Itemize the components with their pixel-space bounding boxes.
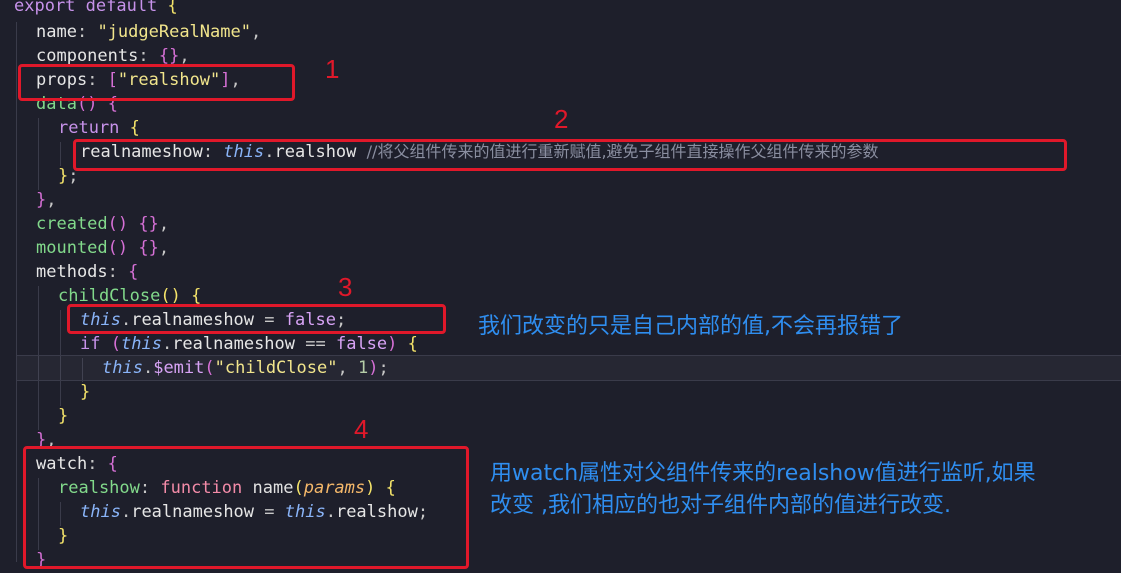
this-keyword: this — [120, 334, 162, 354]
realshow-prop: realshow — [335, 502, 418, 522]
code-comment: //将父组件传来的值进行重新赋值,避免子组件直接操作父组件传来的参数 — [366, 142, 879, 161]
annotation-box-3 — [67, 304, 446, 334]
annotation-box-2 — [73, 139, 1067, 171]
code-line: this.realnameshow = false; — [80, 310, 347, 330]
code-line: } — [58, 526, 69, 546]
annotation-number-2: 2 — [554, 104, 569, 134]
indent-guide — [16, 22, 17, 562]
emit-number: 1 — [357, 358, 369, 378]
watch-key: watch — [36, 454, 88, 474]
realshow-key: realshow — [58, 478, 140, 498]
name-value: "judgeRealName" — [97, 22, 251, 42]
created-function: created — [36, 214, 108, 234]
indent-guide — [38, 118, 39, 190]
realnameshow-key: realnameshow — [80, 142, 203, 162]
if-keyword: if — [80, 334, 101, 354]
indent-guide — [60, 142, 61, 166]
emit-argument: "childClose" — [214, 358, 338, 378]
code-line: } — [36, 550, 47, 570]
code-line: mounted() {}, — [36, 238, 170, 258]
code-line: } — [80, 382, 91, 402]
this-keyword: this — [80, 502, 121, 522]
components-key: components — [36, 46, 139, 66]
code-line: name: "judgeRealName", — [36, 22, 262, 42]
this-keyword: this — [284, 502, 326, 522]
indent-guide — [82, 358, 83, 382]
annotation-note-4-line1: 用watch属性对父组件传来的realshow值进行监听,如果 — [490, 461, 1036, 486]
code-line: watch: { — [36, 454, 118, 474]
name-key: name — [36, 22, 77, 42]
annotation-box-4 — [23, 446, 469, 569]
code-line: }, — [36, 430, 57, 450]
code-line: export default { — [14, 0, 178, 18]
methods-key: methods — [36, 262, 108, 282]
code-line: components: {}, — [36, 46, 190, 66]
code-line: }; — [58, 166, 79, 186]
code-line: childClose() { — [58, 286, 202, 306]
code-line: return { — [58, 118, 140, 138]
code-line: }, — [36, 190, 57, 210]
code-line: created() {}, — [36, 214, 170, 234]
realnameshow-prop: realnameshow — [172, 334, 296, 354]
code-line: methods: { — [36, 262, 139, 282]
mounted-function: mounted — [36, 238, 108, 258]
params-arg: params — [303, 478, 366, 498]
indent-guide — [60, 310, 61, 406]
annotation-note-4-line2: 改变 ,我们相应的也对子组件内部的值进行改变. — [490, 493, 951, 518]
props-value: "realshow" — [117, 70, 221, 90]
annotation-note-3: 我们改变的只是自己内部的值,不会再报错了 — [478, 314, 903, 339]
code-line: props: ["realshow"], — [36, 70, 241, 90]
false-literal: false — [335, 334, 388, 354]
current-line-highlight — [16, 355, 1121, 381]
code-line: realshow: function name(params) { — [58, 478, 396, 498]
annotation-number-4: 4 — [354, 414, 369, 444]
function-name: name — [252, 478, 294, 498]
function-keyword: function — [160, 478, 243, 498]
return-keyword: return — [58, 118, 120, 138]
indent-guide — [38, 286, 39, 430]
code-line: this.realnameshow = this.realshow; — [80, 502, 429, 522]
annotation-number-1: 1 — [325, 54, 340, 84]
realnameshow-prop: realnameshow — [131, 310, 255, 330]
this-keyword: this — [102, 358, 143, 378]
export-keyword: export default — [14, 0, 158, 16]
code-line: this.$emit("childClose", 1); — [102, 358, 389, 378]
false-literal: false — [284, 310, 336, 330]
code-line: if (this.realnameshow == false) { — [80, 334, 418, 354]
indent-guide — [60, 502, 61, 526]
indent-guide — [38, 478, 39, 550]
realnameshow-prop: realnameshow — [131, 502, 255, 522]
brace: { — [167, 0, 178, 16]
code-line: realnameshow: this.realshow //将父组件传来的值进行… — [80, 142, 879, 162]
this-keyword: this — [223, 142, 265, 162]
code-line: } — [58, 406, 69, 426]
realshow-prop: realshow — [274, 142, 357, 162]
this-keyword: this — [80, 310, 121, 330]
props-key: props — [36, 70, 88, 90]
annotation-box-1 — [18, 64, 295, 101]
emit-function: $emit — [153, 358, 205, 378]
annotation-number-3: 3 — [338, 272, 353, 302]
childclose-function: childClose — [58, 286, 161, 306]
